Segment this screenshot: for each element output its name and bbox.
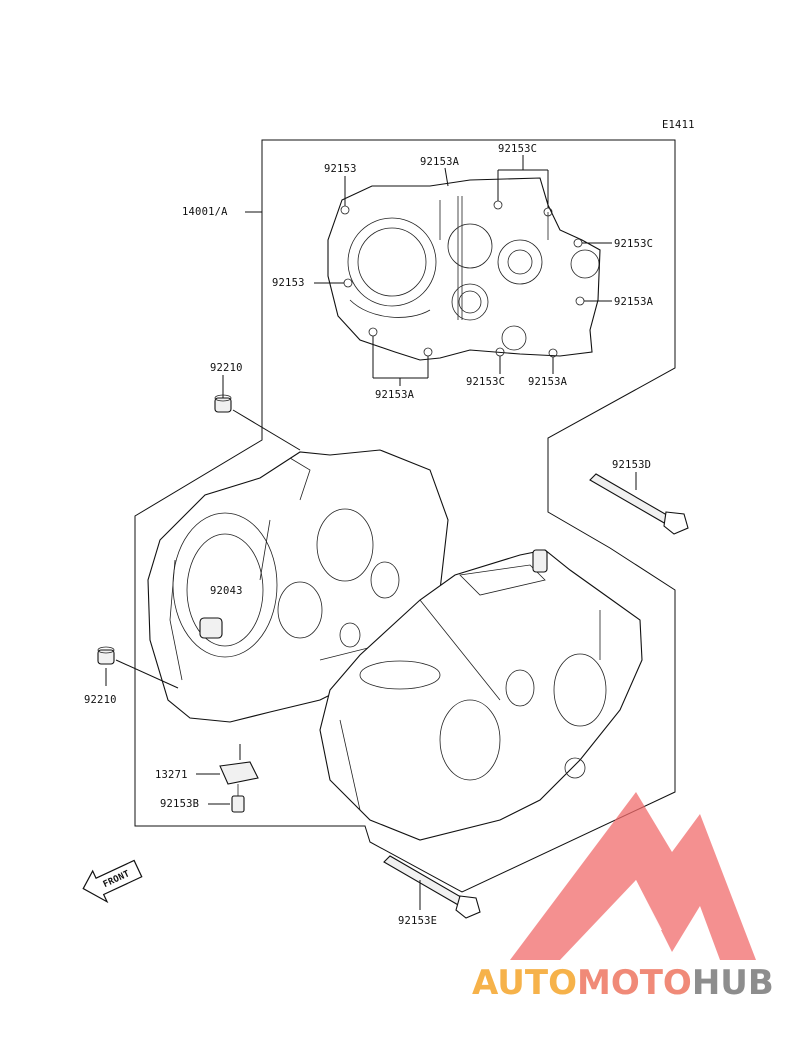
diagram-code: E1411 (662, 119, 695, 131)
label-92153b: 92153B (160, 798, 199, 810)
assembly-bracket (134, 139, 676, 893)
automotohub-logo: AUTOMOTOHUB (472, 792, 774, 1003)
crankcase-right-half (319, 549, 643, 841)
label-92153e: 92153E (398, 915, 437, 927)
label-92153c-top: 92153C (498, 143, 537, 155)
label-92153a-right: 92153A (614, 296, 654, 308)
crankcase-half-inner-view (327, 177, 601, 361)
front-arrow-icon: FRONT (82, 859, 143, 904)
label-92043: 92043 (210, 585, 243, 597)
bolt-92153e (383, 855, 481, 919)
plate-13271 (219, 761, 259, 785)
logo-moto: MOTO (577, 963, 692, 1003)
logo-hub: HUB (692, 963, 774, 1003)
label-92210-top: 92210 (210, 362, 243, 374)
logo-auto: AUTO (472, 963, 577, 1003)
label-92153c-bottom: 92153C (466, 376, 505, 388)
label-92153-top-left: 92153 (324, 163, 357, 175)
label-92153a-bottom-right: 92153A (528, 376, 568, 388)
label-92153-left: 92153 (272, 277, 305, 289)
label-92153d: 92153D (612, 459, 651, 471)
label-92210-left: 92210 (84, 694, 117, 706)
label-92153c-right: 92153C (614, 238, 653, 250)
label-14001-a: 14001/A (182, 206, 228, 218)
label-92153a-top: 92153A (420, 156, 460, 168)
bolt-92153d (589, 473, 689, 535)
label-13271: 13271 (155, 769, 188, 781)
bolt-92153b (231, 784, 245, 813)
dowel-pin-left (97, 646, 115, 665)
svg-text:AUTOMOTOHUB: AUTOMOTOHUB (472, 963, 774, 1003)
dowel-pin-top (214, 394, 232, 413)
label-92153a-bottom-left: 92153A (375, 389, 415, 401)
